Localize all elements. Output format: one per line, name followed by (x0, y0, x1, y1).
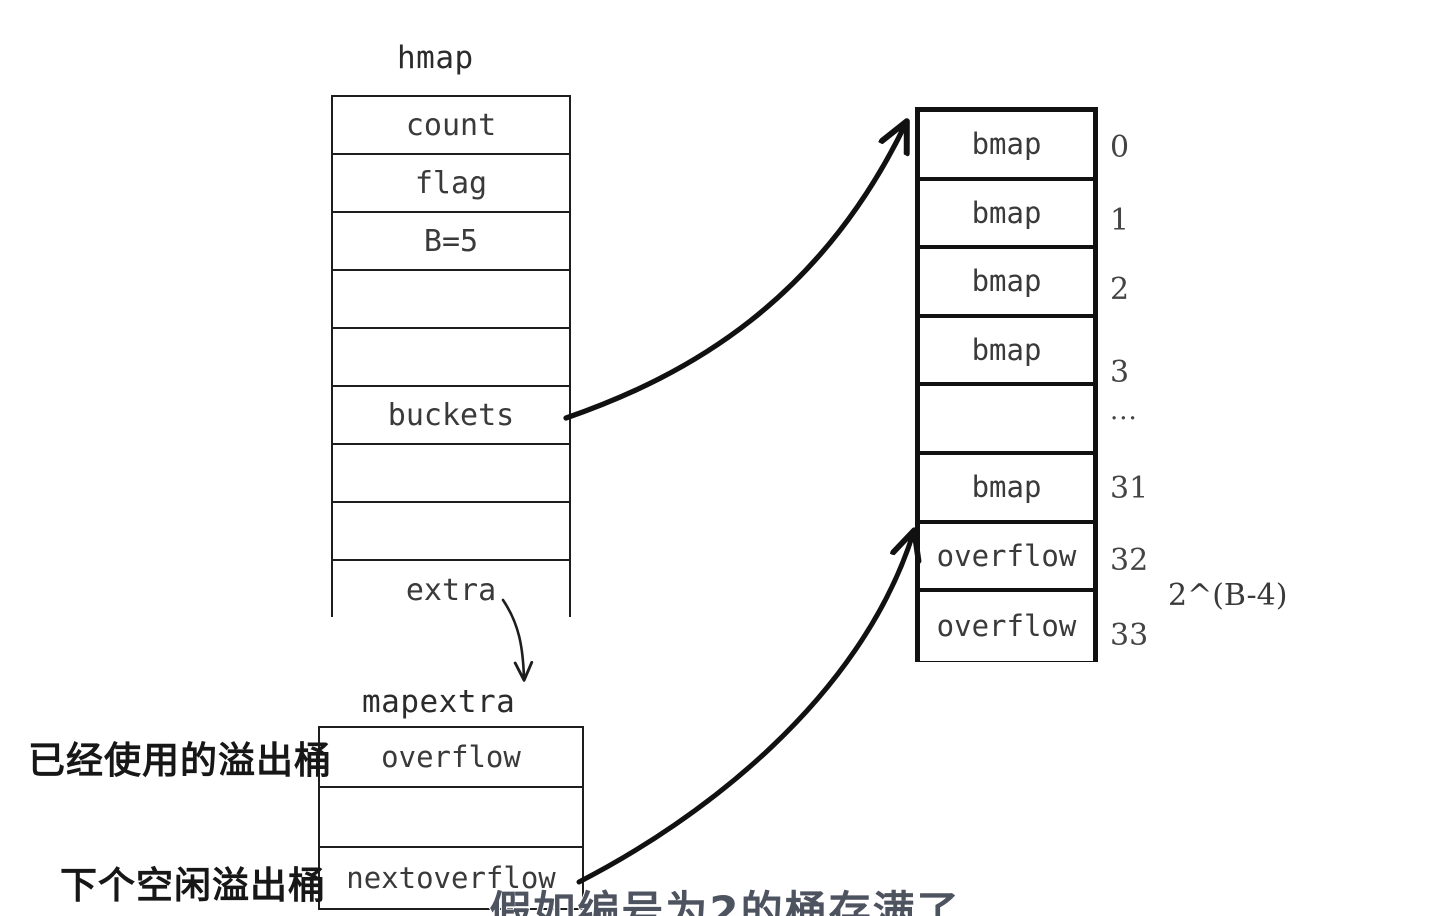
bmap-row-3: bmap (920, 317, 1093, 387)
mapextra-row-label: overflow (381, 740, 521, 774)
hmap-row-empty-2 (333, 329, 569, 387)
hmap-title: hmap (397, 40, 474, 76)
arrow-buckets-to-bmap (563, 125, 905, 421)
bmap-index-33: 33 (1110, 618, 1149, 653)
hmap-row-flag: flag (333, 155, 569, 213)
hmap-row-count: count (333, 97, 569, 155)
mapextra-row-label: nextoverflow (346, 861, 556, 895)
hmap-row-label: B=5 (423, 223, 479, 259)
mapextra-row-overflow: overflow (320, 728, 582, 788)
annotation-next-free-overflow: 下个空闲溢出桶 (60, 863, 326, 907)
bmap-row-label: overflow (936, 538, 1077, 573)
bmap-index-32: 32 (1110, 543, 1149, 578)
bmap-index-3: 3 (1110, 355, 1130, 390)
annotation-used-overflow: 已经使用的溢出桶 (28, 738, 332, 782)
bmap-row-ellipsis (920, 386, 1093, 455)
hmap-row-label: buckets (387, 397, 515, 433)
bmap-index-1: 1 (1110, 203, 1130, 238)
hmap-row-empty-1 (333, 271, 569, 329)
bmap-row-31: bmap (920, 454, 1093, 524)
bmap-row-label: bmap (971, 264, 1042, 299)
bmap-row-label: bmap (971, 470, 1042, 505)
mapextra-title: mapextra (362, 684, 516, 720)
hmap-row-label: extra (405, 572, 497, 608)
hmap-table: count flag B=5 buckets extra (331, 95, 571, 619)
hmap-row-empty-3 (333, 445, 569, 503)
bmap-index-ellipsis: ··· (1110, 404, 1138, 434)
mapextra-row-nextoverflow: nextoverflow (320, 848, 582, 908)
mapextra-table: overflow nextoverflow (318, 726, 584, 910)
hmap-row-label: count (405, 107, 497, 143)
bmap-row-label: bmap (971, 333, 1042, 368)
bmap-index-2: 2 (1110, 272, 1130, 307)
mapextra-row-empty (320, 788, 582, 848)
bmap-row-33: overflow (920, 592, 1093, 661)
hmap-row-buckets: buckets (333, 387, 569, 445)
bmap-table: bmap bmap bmap bmap bmap overflow overfl… (915, 107, 1098, 662)
bucket-count-note: 2^(B-4) (1168, 578, 1288, 613)
bmap-row-label: bmap (971, 127, 1042, 162)
bmap-index-31: 31 (1110, 471, 1149, 506)
arrow-nextoverflow-to-bmap (576, 534, 913, 885)
bmap-row-2: bmap (920, 249, 1093, 318)
bmap-row-0: bmap (920, 112, 1093, 181)
hmap-row-extra: extra (333, 561, 569, 619)
bmap-row-label: bmap (971, 195, 1042, 230)
bmap-index-0: 0 (1110, 130, 1130, 165)
bmap-row-label: overflow (936, 609, 1077, 644)
bmap-row-32: overflow (920, 523, 1093, 593)
bmap-row-1: bmap (920, 180, 1093, 250)
subtitle-text: 假如编号为2的桶存满了 (488, 886, 961, 916)
hmap-row-label: flag (414, 165, 488, 201)
hmap-row-b: B=5 (333, 213, 569, 271)
hmap-row-empty-4 (333, 503, 569, 561)
